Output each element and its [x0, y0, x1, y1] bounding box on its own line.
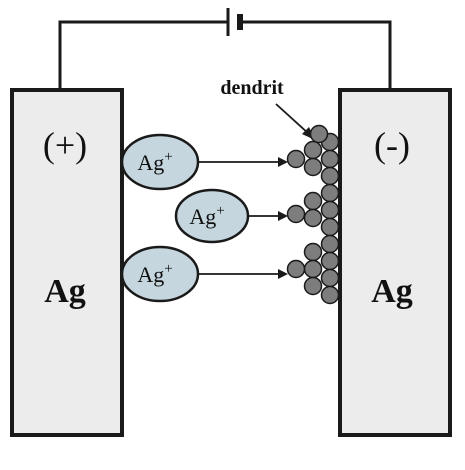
dendrite-particle — [320, 285, 340, 305]
ion-2: Ag+ — [174, 188, 288, 244]
ion-3: Ag+ — [120, 245, 288, 303]
dendrite-particle — [309, 124, 329, 144]
dendrite-particle — [320, 234, 340, 254]
dendrite-particle — [303, 259, 323, 279]
dendrite-particle — [286, 149, 306, 169]
ion-3-charge: + — [164, 261, 172, 277]
dendrite-particle — [320, 183, 340, 203]
dendrite-particle — [320, 166, 340, 186]
dendrite-particle — [286, 259, 306, 279]
dendrite-particle — [303, 208, 323, 228]
dendrite-particle — [303, 191, 323, 211]
dendrite-pointer-arrow — [275, 103, 315, 140]
left-electrode — [10, 88, 124, 437]
dendrite-particle — [320, 149, 340, 169]
circuit-wire-right — [240, 20, 392, 90]
dendrite-particle — [303, 276, 323, 296]
dendrite-particle — [286, 204, 306, 224]
svg-text:Ag+: Ag+ — [137, 149, 172, 175]
ion-3-base: Ag — [137, 262, 164, 287]
dendrite — [286, 124, 340, 305]
dendrite-particle — [320, 251, 340, 271]
circuit-wire — [58, 20, 228, 90]
right-electrode — [338, 88, 452, 437]
ion-2-base: Ag — [189, 204, 216, 229]
dendrite-particle — [320, 268, 340, 288]
ion-1: Ag+ — [120, 133, 288, 191]
battery-icon — [226, 8, 243, 36]
dendrite-particle — [320, 200, 340, 220]
dendrite-particle — [303, 157, 323, 177]
right-electrode-material: Ag — [371, 273, 413, 310]
right-electrode-polarity: (-) — [374, 125, 410, 165]
dendrite-particle — [320, 217, 340, 237]
ion-2-charge: + — [216, 203, 224, 219]
dendrite-particle — [303, 140, 323, 160]
svg-text:Ag+: Ag+ — [137, 261, 172, 287]
dendrite-label: dendrit — [220, 77, 284, 99]
ion-1-base: Ag — [137, 150, 164, 175]
svg-text:Ag+: Ag+ — [189, 203, 224, 229]
ion-1-charge: + — [164, 149, 172, 165]
left-electrode-polarity: (+) — [43, 125, 87, 165]
left-electrode-material: Ag — [44, 273, 86, 310]
dendrite-particle — [303, 242, 323, 262]
